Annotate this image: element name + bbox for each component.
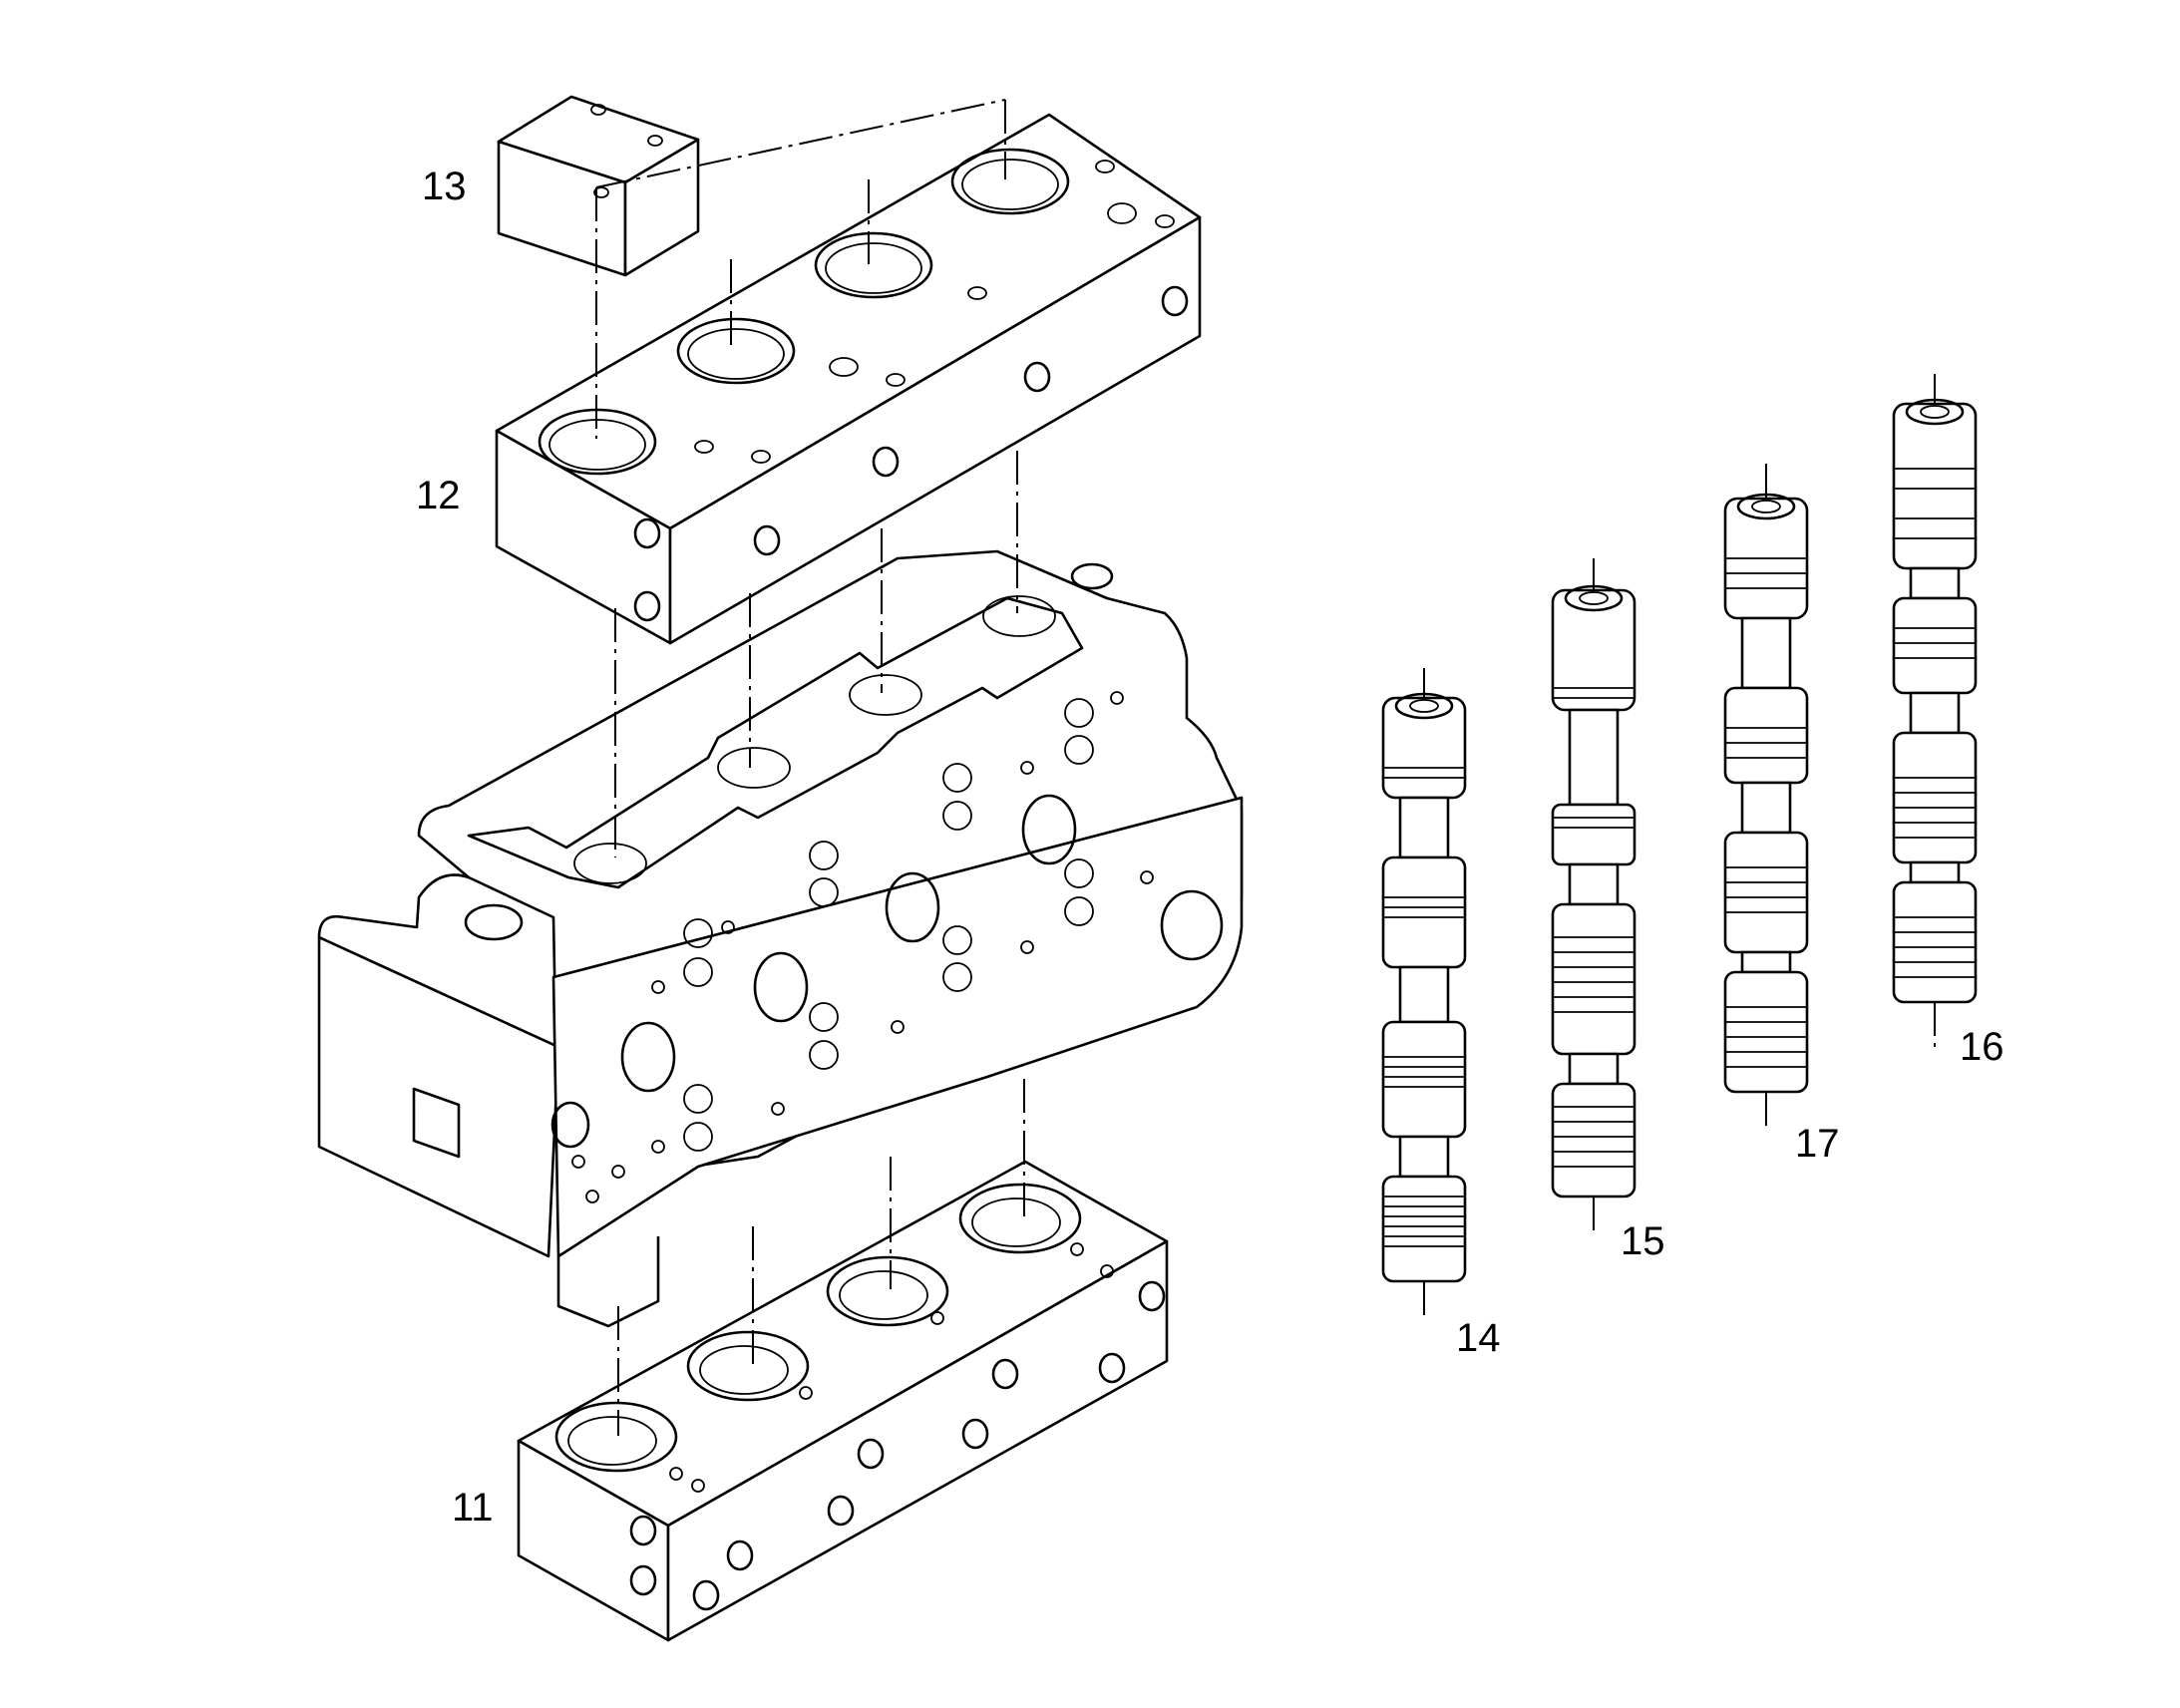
part-15-spool[interactable]	[1551, 558, 1636, 1231]
callout-13: 13	[422, 165, 467, 208]
callout-17: 17	[1795, 1122, 1840, 1166]
part-17-spool[interactable]	[1723, 464, 1809, 1127]
callout-16: 16	[1960, 1025, 2004, 1069]
part-12-upper-valve-block[interactable]	[495, 113, 1202, 645]
part-11-lower-valve-block[interactable]	[517, 1160, 1169, 1642]
assembly-centerlines	[595, 99, 1025, 1436]
part-16-spool[interactable]	[1892, 374, 1978, 1052]
callout-12: 12	[416, 474, 461, 517]
part-14-spool[interactable]	[1381, 668, 1467, 1321]
callout-14: 14	[1456, 1316, 1501, 1360]
callout-15: 15	[1621, 1219, 1665, 1263]
callout-11: 11	[452, 1486, 494, 1530]
main-valve-housing[interactable]	[317, 549, 1244, 1328]
part-13-cover-block[interactable]	[497, 95, 700, 277]
